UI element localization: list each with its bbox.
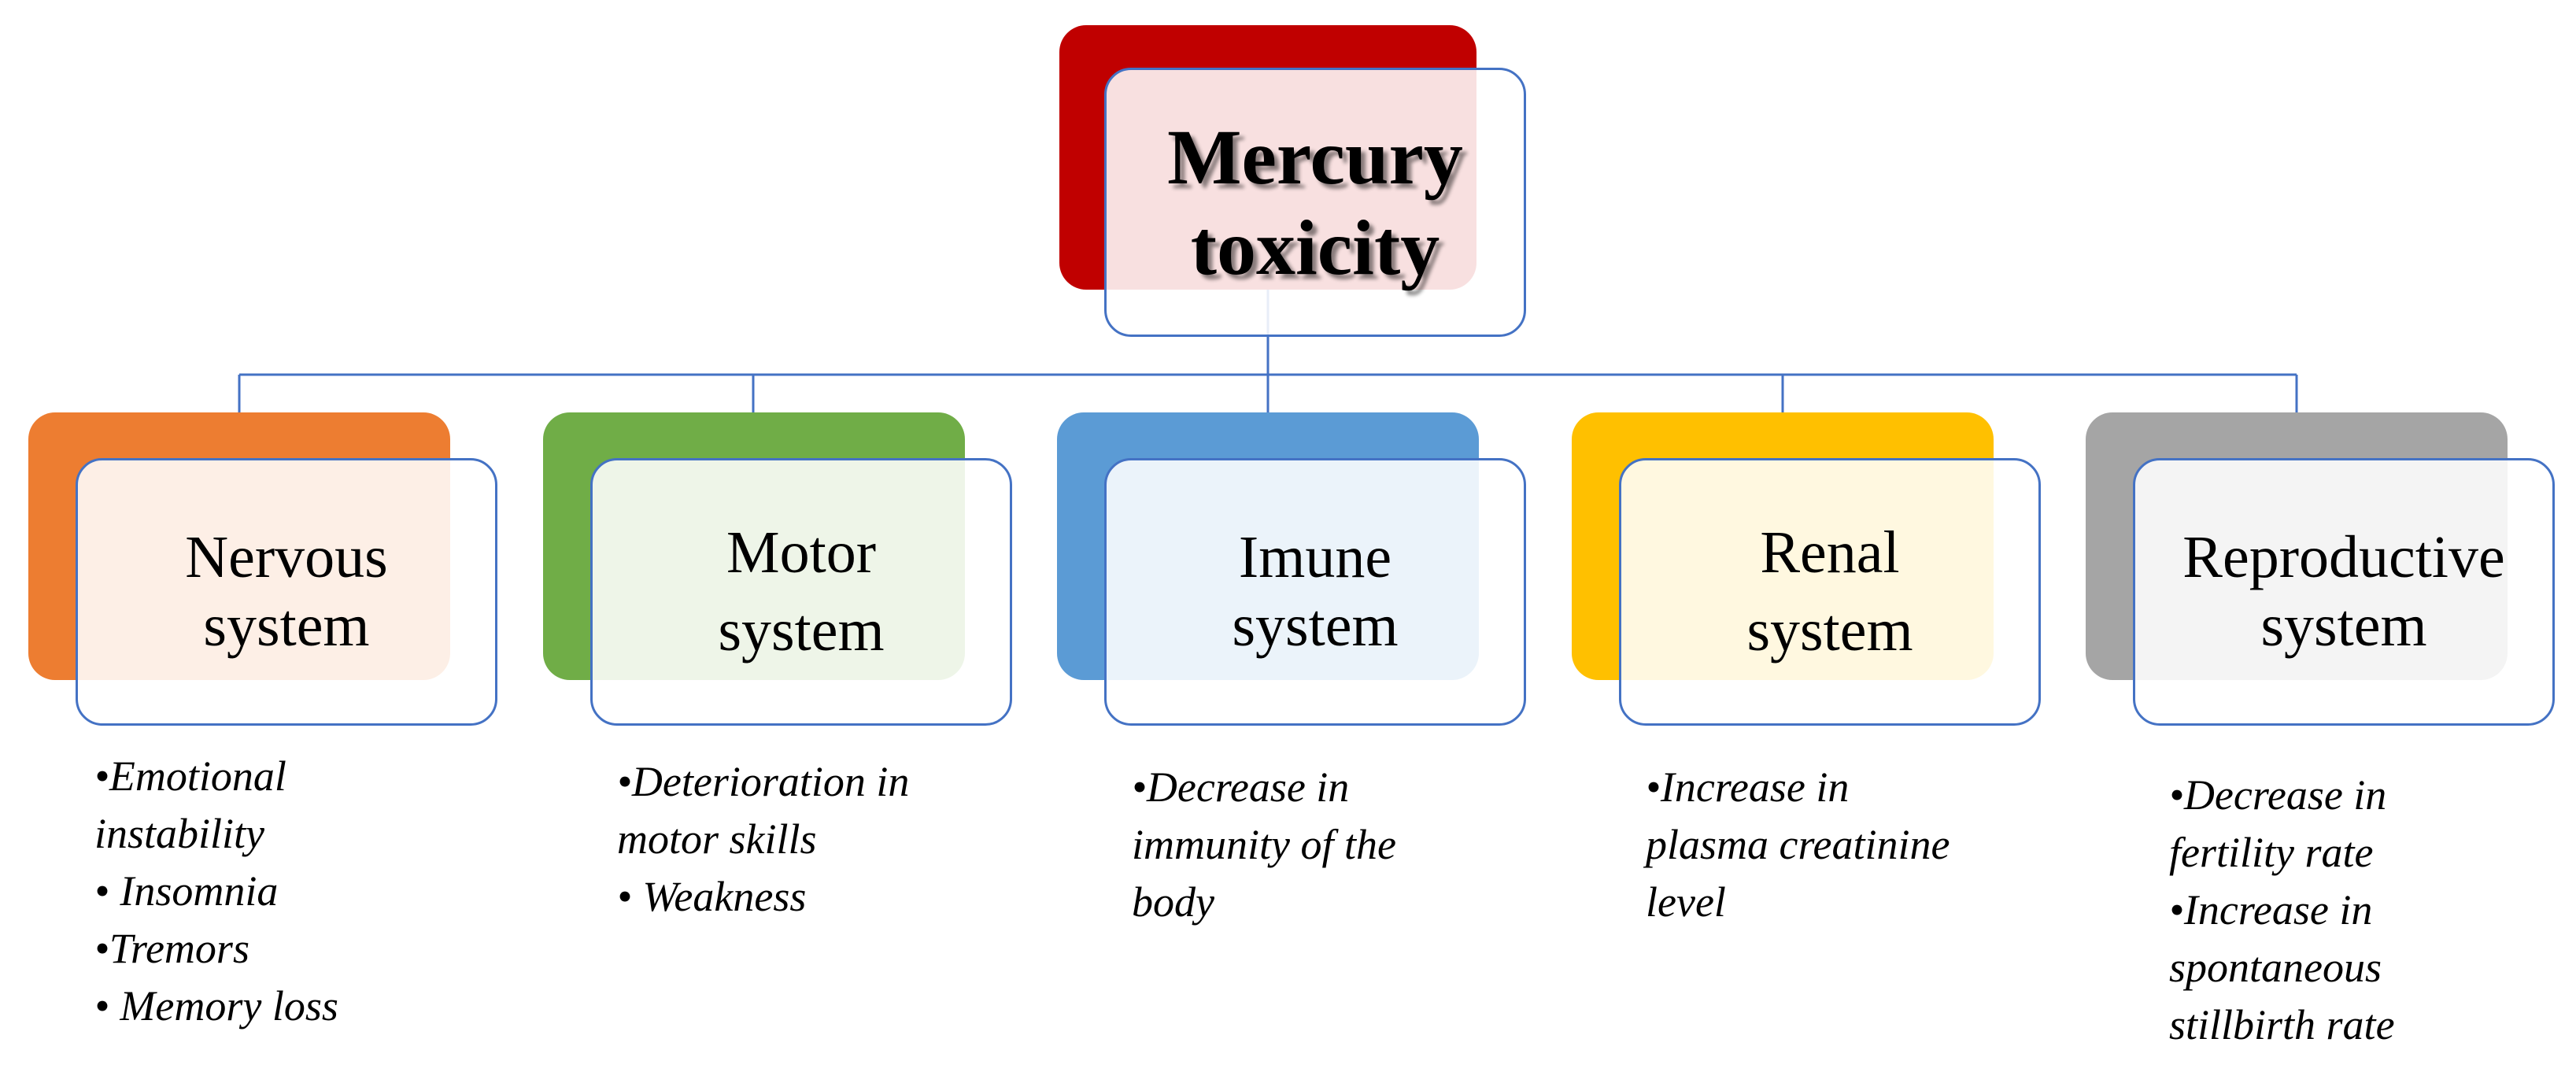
effect-line: instability xyxy=(94,810,264,857)
renal-node: Renal system xyxy=(1619,458,2041,726)
reproductive-label-line-2: system xyxy=(2260,593,2427,659)
reproductive-label: Reproductive system xyxy=(2182,523,2504,661)
renal-label: Renal system xyxy=(1746,514,1913,670)
effect-line: fertility rate xyxy=(2169,829,2374,876)
immune-label: Imune system xyxy=(1232,523,1398,661)
root-title-line-1: Mercury xyxy=(1167,113,1463,201)
effect-line: •Increase in xyxy=(1646,763,1850,811)
immune-label-line-1: Imune xyxy=(1238,523,1392,590)
renal-label-line-2: system xyxy=(1746,597,1913,664)
effect-line: •Emotional xyxy=(94,752,286,800)
effect-line: level xyxy=(1646,878,1726,926)
immune-node: Imune system xyxy=(1104,458,1526,726)
effect-line: •Tremors xyxy=(94,925,249,972)
root-title: Mercury toxicity xyxy=(1167,112,1463,293)
reproductive-node: Reproductive system xyxy=(2133,458,2555,726)
motor-label: Motor system xyxy=(718,514,884,670)
immune-label-line-2: system xyxy=(1232,593,1399,659)
effect-line: immunity of the xyxy=(1132,821,1396,868)
root-title-line-2: toxicity xyxy=(1190,204,1440,291)
reproductive-effects: •Decrease in fertility rate •Increase in… xyxy=(2169,767,2395,1054)
nervous-node: Nervous system xyxy=(76,458,497,726)
effect-line: plasma creatinine xyxy=(1646,821,1950,868)
effect-line: • Insomnia xyxy=(94,867,279,915)
effect-line: •Decrease in xyxy=(2169,771,2387,819)
motor-effects: •Deterioration in motor skills • Weaknes… xyxy=(617,753,909,926)
effect-line: spontaneous xyxy=(2169,944,2382,991)
effect-line: •Deterioration in xyxy=(617,758,910,805)
effect-line: •Decrease in xyxy=(1132,763,1350,811)
reproductive-label-line-1: Reproductive xyxy=(2182,523,2505,590)
motor-node: Motor system xyxy=(590,458,1012,726)
nervous-effects: •Emotional instability • Insomnia •Tremo… xyxy=(94,748,338,1035)
nervous-label-line-1: Nervous xyxy=(185,523,388,590)
effect-line: • Memory loss xyxy=(94,982,338,1029)
immune-effects: •Decrease in immunity of the body xyxy=(1132,759,1396,931)
renal-effects: •Increase in plasma creatinine level xyxy=(1646,759,1950,931)
motor-label-line-1: Motor xyxy=(726,519,876,586)
effect-line: body xyxy=(1132,878,1214,926)
effect-line: •Increase in xyxy=(2169,886,2373,933)
effect-line: • Weakness xyxy=(617,873,807,920)
nervous-label: Nervous system xyxy=(185,523,388,661)
effect-line: motor skills xyxy=(617,815,817,863)
nervous-label-line-2: system xyxy=(203,593,370,659)
root-node: Mercury toxicity xyxy=(1104,68,1526,337)
motor-label-line-2: system xyxy=(718,597,885,664)
renal-label-line-1: Renal xyxy=(1760,519,1900,586)
effect-line: stillbirth rate xyxy=(2169,1001,2395,1048)
